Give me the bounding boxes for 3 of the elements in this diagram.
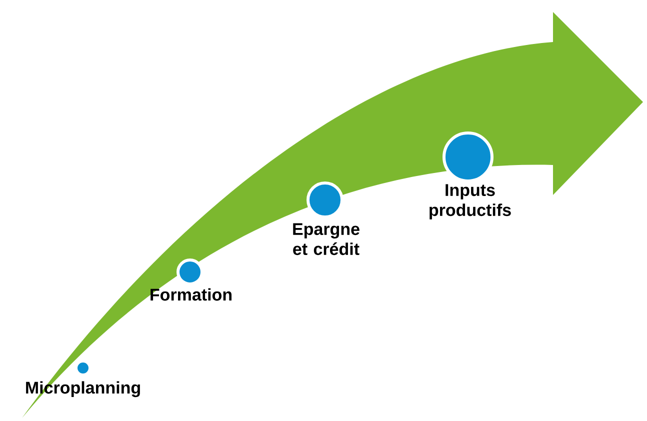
milestone-label: Formation bbox=[150, 288, 232, 301]
milestone-label: Epargne et crédit bbox=[293, 223, 360, 256]
milestone-label: Inputs productifs bbox=[430, 184, 511, 220]
